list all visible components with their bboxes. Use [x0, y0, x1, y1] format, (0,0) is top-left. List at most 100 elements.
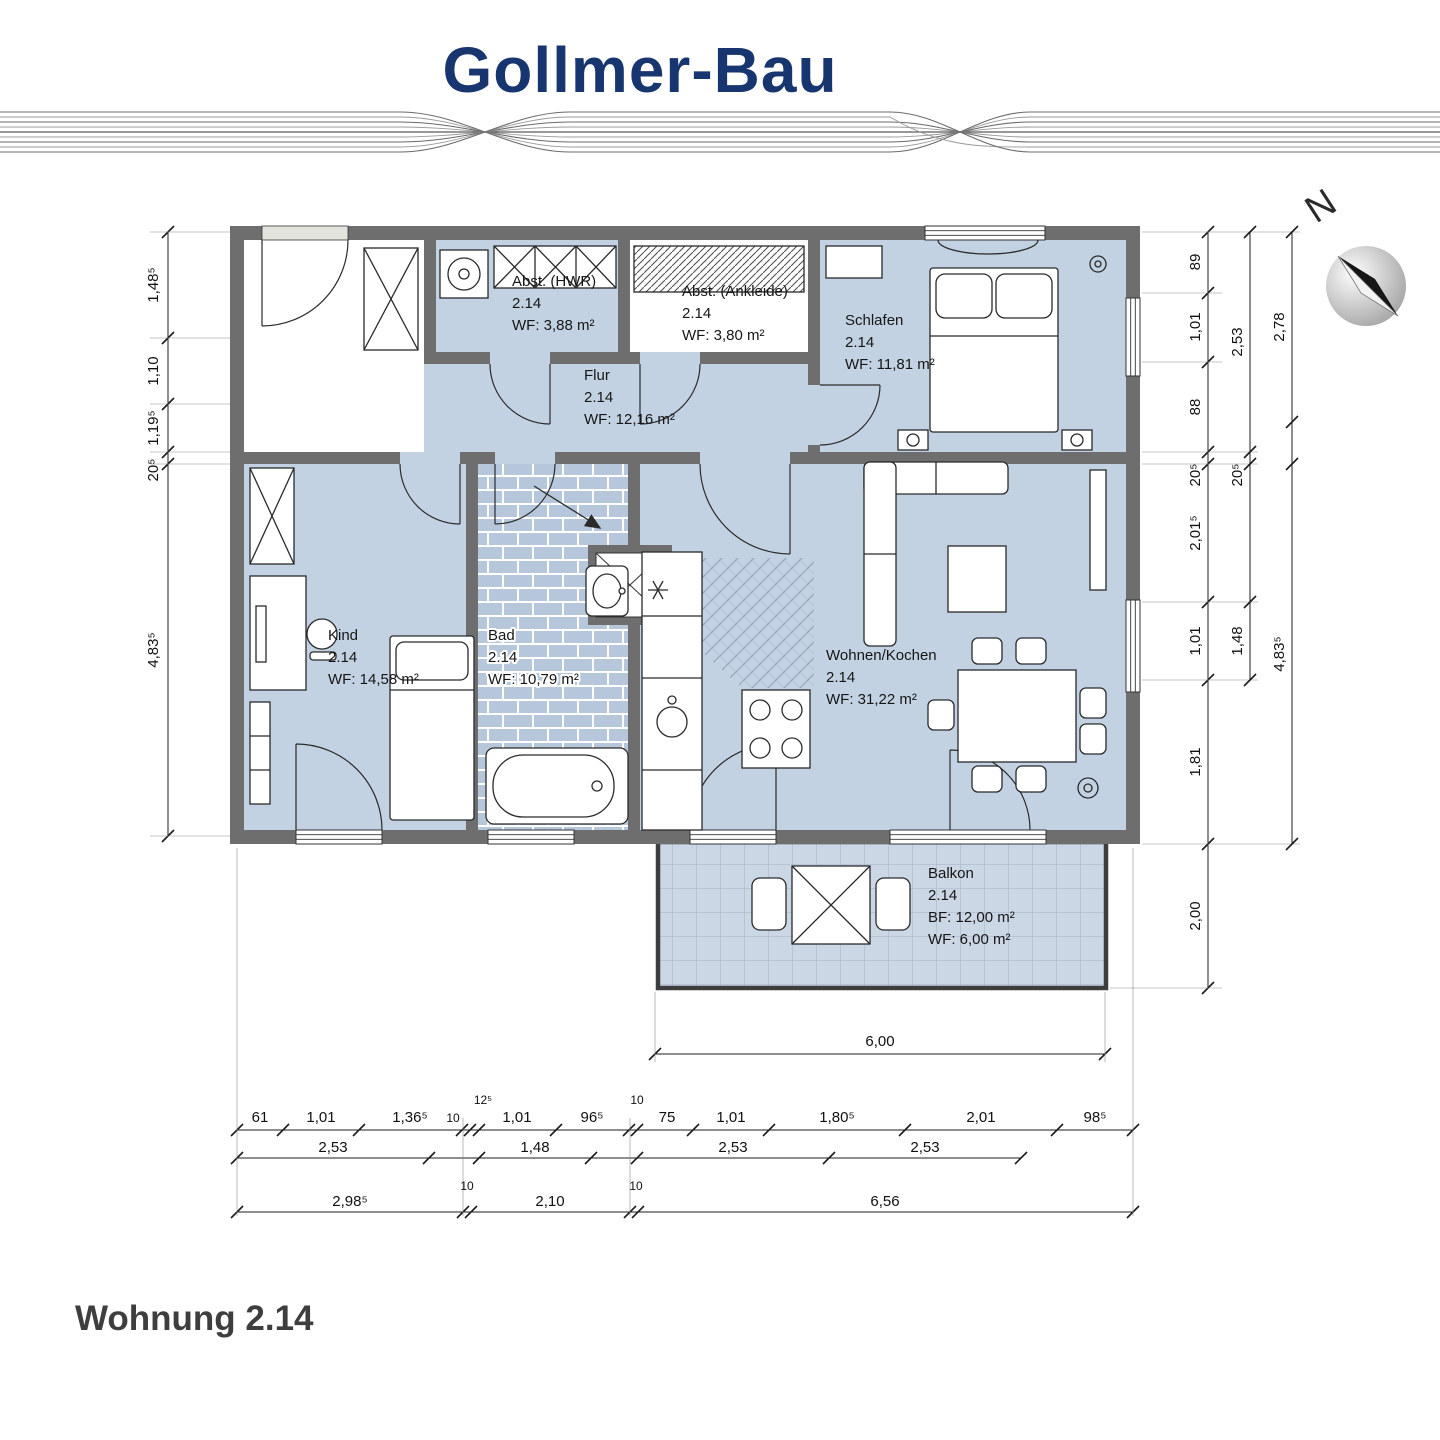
dim-label: 6,00 — [865, 1033, 894, 1050]
room-name: Kind — [328, 627, 358, 644]
balcony-door-kitchen — [689, 829, 777, 845]
room-area: WF: 31,22 m² — [826, 691, 917, 708]
label-balkon: Balkon 2.14 BF: 12,00 m² WF: 6,00 m² — [928, 865, 1015, 948]
sideboard-icon — [1089, 469, 1107, 591]
dim-label: 1,01 — [306, 1109, 335, 1126]
label-hwr: Abst. (HWR) 2.14 WF: 3,88 m² — [512, 273, 596, 334]
dim-label: 75 — [659, 1109, 676, 1126]
dim-label: 1,01 — [502, 1109, 531, 1126]
north-label: N — [1298, 181, 1344, 231]
dim-label: 1,01 — [716, 1109, 745, 1126]
windows — [261, 225, 1141, 845]
dim-label: 1,01 — [1187, 626, 1204, 655]
window-schlafen-top — [924, 225, 1046, 241]
room-labels: Abst. (HWR) 2.14 WF: 3,88 m² Abst. (Ankl… — [328, 273, 1015, 948]
label-bad: Bad 2.14 WF: 10,79 m² — [486, 625, 581, 690]
room-unit: 2.14 — [826, 669, 855, 686]
dim-label: 2,53 — [318, 1139, 347, 1156]
room-name: Flur — [584, 367, 610, 384]
dim-label: 98⁵ — [1084, 1109, 1107, 1126]
dim-label: 2,00 — [1187, 901, 1204, 930]
header-ribbon-icon — [0, 111, 1440, 153]
north-arrow-icon: N — [1298, 181, 1406, 326]
page-title: Wohnung 2.14 — [75, 1299, 314, 1338]
room-unit: 2.14 — [928, 887, 957, 904]
dim-label: 96⁵ — [581, 1109, 604, 1126]
dim-label: 1,80⁵ — [819, 1109, 854, 1126]
dim-label: 1,48 — [1229, 626, 1246, 655]
entrance-door-opening — [261, 225, 349, 241]
bookshelf-icon — [249, 701, 271, 805]
room-unit: 2.14 — [845, 334, 874, 351]
door-schlafen — [819, 384, 881, 446]
french-window-kind — [295, 743, 383, 831]
room-name: Abst. (Ankleide) — [682, 283, 788, 300]
dim-chain-bottom-2 — [230, 1151, 1028, 1165]
dim-label: 20⁵ — [145, 459, 162, 482]
dim-label: 2,98⁵ — [332, 1193, 367, 1210]
washing-machine-icon — [439, 249, 489, 299]
entrance-door — [261, 239, 349, 327]
room-unit: 2.14 — [682, 305, 711, 322]
dim-label: 20⁵ — [1187, 464, 1204, 487]
dim-chain-left — [150, 225, 230, 843]
balcony-door-wohnen — [889, 829, 1047, 845]
dim-balcony-width — [648, 992, 1112, 1062]
dim-label: 1,10 — [145, 356, 162, 385]
dim-label: 10 — [460, 1179, 474, 1193]
dim-label: 10 — [630, 1093, 644, 1107]
curtain-icon — [937, 239, 1039, 255]
dim-label: 2,10 — [535, 1193, 564, 1210]
room-area: WF: 3,80 m² — [682, 327, 765, 344]
door-ankleide — [639, 363, 701, 425]
door-wohnen — [699, 463, 791, 555]
door-kind — [399, 463, 461, 525]
balcony-table-icon — [791, 865, 871, 945]
room-name: Bad — [488, 627, 515, 644]
dim-label: 2,01⁵ — [1187, 515, 1204, 550]
door-bad — [494, 463, 556, 525]
sofa-icon — [863, 461, 1009, 647]
dim-label: 6,56 — [870, 1193, 899, 1210]
dim-chain-bottom-1 — [230, 1123, 1140, 1137]
furniture — [249, 239, 1107, 945]
dim-label: 1,48⁵ — [145, 267, 162, 302]
room-name: Schlafen — [845, 312, 903, 329]
dimension-chains — [150, 225, 1300, 1219]
dim-label: 4,83⁵ — [1271, 636, 1288, 671]
room-name: Wohnen/Kochen — [826, 647, 937, 664]
room-name: Abst. (HWR) — [512, 273, 596, 290]
room-area: WF: 10,79 m² — [488, 671, 579, 688]
dim-label: 2,53 — [718, 1139, 747, 1156]
label-ankleide: Abst. (Ankleide) 2.14 WF: 3,80 m² — [682, 283, 788, 344]
nightstand-icon — [897, 429, 1093, 451]
sink-icon — [585, 565, 629, 617]
room-unit: 2.14 — [328, 649, 357, 666]
compass-needle-light — [1337, 255, 1399, 317]
dim-chain-right-c — [1285, 225, 1299, 851]
room-area: WF: 11,81 m² — [845, 356, 935, 373]
entry-wardrobe-icon — [363, 247, 419, 351]
window-wohnen-right — [1125, 599, 1141, 693]
label-wohnen: Wohnen/Kochen 2.14 WF: 31,22 m² — [826, 647, 937, 708]
dim-label: 2,78 — [1271, 312, 1288, 341]
dim-label: 1,81 — [1187, 747, 1204, 776]
witness-lines — [236, 848, 1134, 1216]
room-area: WF: 3,88 m² — [512, 317, 595, 334]
dim-label: 10 — [629, 1179, 643, 1193]
label-flur: Flur 2.14 WF: 12,16 m² — [584, 367, 675, 428]
room-unit: 2.14 — [512, 295, 541, 312]
room-area-bf: BF: 12,00 m² — [928, 909, 1015, 926]
dim-label: 2,53 — [910, 1139, 939, 1156]
kind-wardrobe-icon — [249, 467, 295, 565]
dining-table-icon — [927, 637, 1107, 793]
dim-label: 10 — [446, 1111, 460, 1125]
dim-label: 89 — [1187, 254, 1204, 271]
ceiling-outlet-icon — [1089, 255, 1107, 273]
dim-label: 20⁵ — [1229, 464, 1246, 487]
desk-icon — [249, 575, 338, 691]
kitchen-counter-icon — [641, 551, 703, 831]
cooktop-icon — [741, 689, 811, 769]
window-bad-bottom — [487, 829, 575, 845]
